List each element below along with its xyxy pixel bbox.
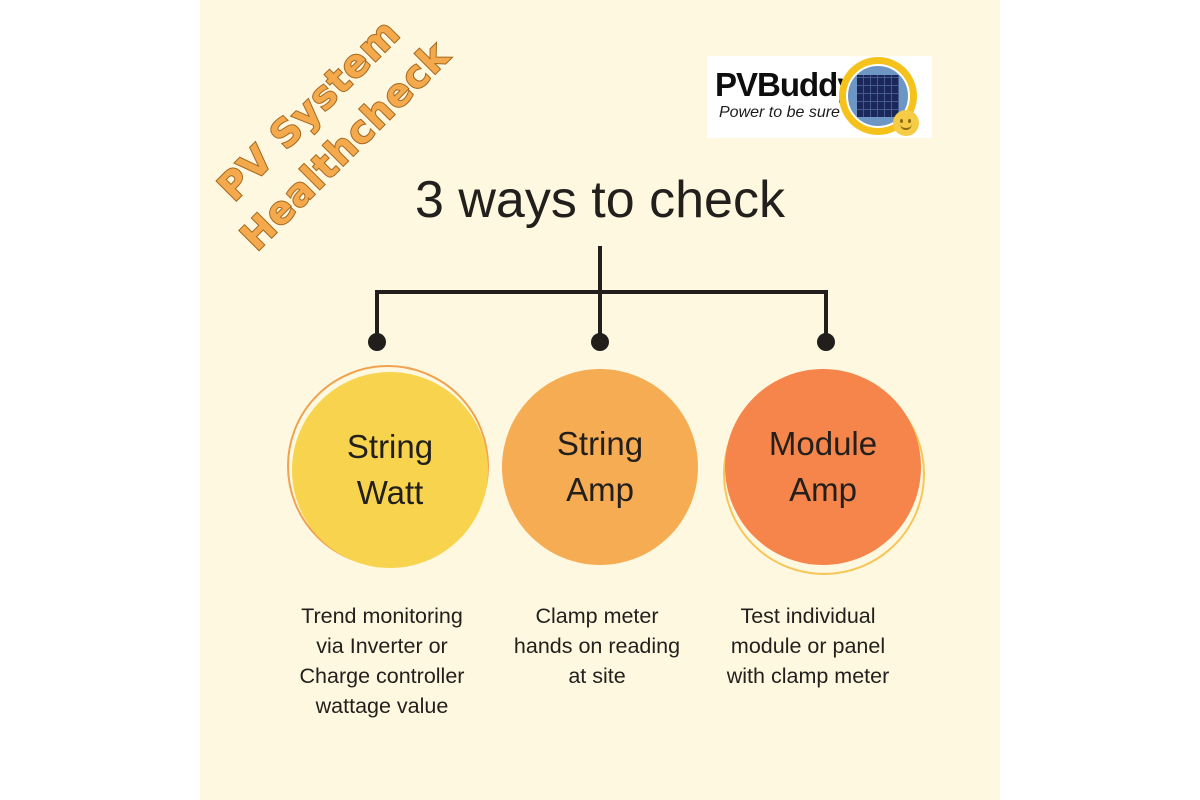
method-circle-module-amp: Module Amp	[725, 369, 921, 565]
main-heading: 3 ways to check	[415, 171, 785, 229]
connector-left-drop	[375, 290, 379, 336]
method-description-module-amp: Test individual module or panel with cla…	[726, 604, 890, 688]
connector-stem	[598, 246, 602, 343]
pvbuddy-logo: PVBuddy Power to be sure	[707, 56, 932, 138]
solar-panel-icon	[839, 57, 919, 136]
connector-right-drop	[824, 290, 828, 336]
solar-panel-grid	[857, 75, 899, 117]
method-label-string-watt: String Watt	[346, 427, 434, 511]
logo-ring	[839, 57, 917, 135]
logo-tagline: Power to be sure	[719, 104, 840, 121]
connector-dot-center	[591, 333, 609, 351]
connector-dot-right	[817, 333, 835, 351]
connector-crossbar	[375, 290, 828, 294]
logo-inner-circle	[846, 64, 910, 128]
infographic-canvas: PV System Healthcheck PVBuddy Power to b…	[200, 0, 1000, 800]
smiley-left-eye	[900, 119, 903, 123]
poster-title: PV System Healthcheck	[208, 9, 459, 260]
logo-wordmark: PVBuddy	[715, 66, 856, 103]
method-circle-string-watt: String Watt	[292, 372, 488, 568]
method-description-string-amp: Clamp meter hands on reading at site	[513, 604, 681, 688]
method-label-string-amp: String Amp	[556, 424, 644, 508]
smiley-right-eye	[908, 119, 911, 123]
method-circle-string-amp: String Amp	[502, 369, 698, 565]
method-label-module-amp: Module Amp	[768, 424, 878, 508]
method-description-string-watt: Trend monitoring via Inverter or Charge …	[299, 604, 465, 718]
connector-dot-left	[368, 333, 386, 351]
smiley-icon	[893, 110, 919, 136]
smiley-mouth	[900, 123, 912, 130]
